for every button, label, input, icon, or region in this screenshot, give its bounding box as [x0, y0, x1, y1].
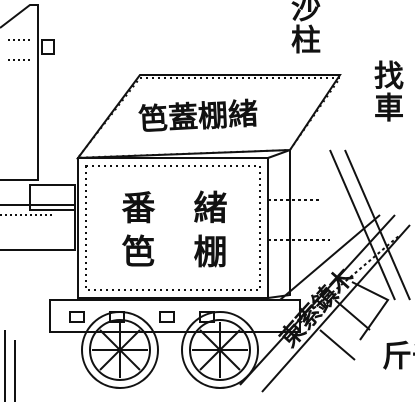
- cart-front-label-col2: 番笆: [115, 190, 155, 278]
- anchor-pole: [239, 149, 411, 393]
- wheel-right: [181, 311, 259, 389]
- cart-front-label-col1: 緒棚: [187, 190, 227, 278]
- left-structure: [0, 4, 76, 402]
- cart-roof-label: 笆蓋棚緒: [137, 96, 260, 139]
- top-right-partial-label: 沙柱: [285, 0, 320, 56]
- bottom-right-label: 千斤: [376, 340, 415, 372]
- side-right-label: 找車: [368, 60, 403, 124]
- cart-base: [49, 299, 301, 333]
- cart-body: [77, 148, 330, 299]
- wheel-left: [81, 311, 159, 389]
